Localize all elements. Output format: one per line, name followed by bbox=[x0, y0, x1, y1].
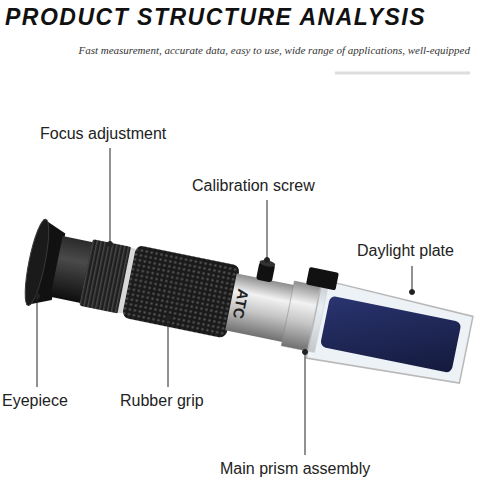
leader-line bbox=[267, 200, 268, 258]
leader-dot bbox=[108, 242, 113, 247]
eyepiece-rim bbox=[20, 218, 53, 307]
leader-line bbox=[110, 148, 111, 242]
part-label: Rubber grip bbox=[120, 391, 204, 410]
part-label: Main prism assembly bbox=[220, 459, 370, 478]
leader-dot bbox=[35, 294, 40, 299]
leader-dot bbox=[410, 290, 415, 295]
leader-lines bbox=[35, 148, 415, 455]
prism-cover bbox=[306, 280, 474, 389]
divider-line bbox=[335, 72, 470, 75]
rubber-grip bbox=[122, 245, 241, 339]
leader-dot bbox=[166, 316, 171, 321]
leader-dot bbox=[303, 350, 308, 355]
part-label: Calibration screw bbox=[192, 176, 315, 195]
leader-dot bbox=[265, 258, 270, 263]
part-label: Eyepiece bbox=[2, 391, 68, 410]
part-label: Focus adjustment bbox=[40, 124, 166, 143]
part-label: Daylight plate bbox=[357, 241, 454, 260]
leader-line bbox=[305, 354, 306, 455]
hinge bbox=[306, 267, 339, 291]
leader-line bbox=[168, 320, 169, 387]
refractometer bbox=[20, 212, 476, 393]
daylight-plate bbox=[320, 296, 462, 374]
subtitle: Fast measurement, accurate data, easy to… bbox=[78, 44, 470, 56]
leader-line bbox=[37, 298, 38, 387]
page-title: PRODUCT STRUCTURE ANALYSIS bbox=[5, 4, 426, 32]
leader-line bbox=[412, 266, 413, 290]
